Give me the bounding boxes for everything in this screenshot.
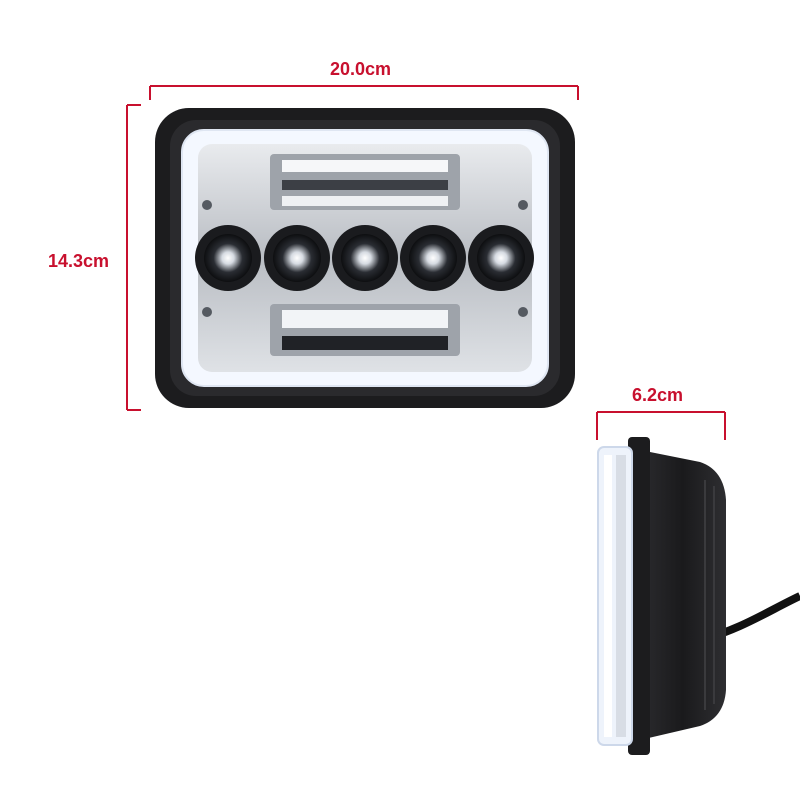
depth-dimension-line [596, 411, 726, 440]
height-dimension-label: 14.3cm [48, 251, 110, 271]
width-dimension-label: 20.0cm [330, 59, 392, 79]
height-dimension-line [126, 104, 141, 411]
headlight-side-view [597, 437, 800, 755]
projector-lens-row [195, 225, 534, 291]
headlight-front-view [155, 108, 575, 408]
depth-dimension-label: 6.2cm [632, 385, 684, 405]
width-dimension-line [149, 85, 579, 100]
